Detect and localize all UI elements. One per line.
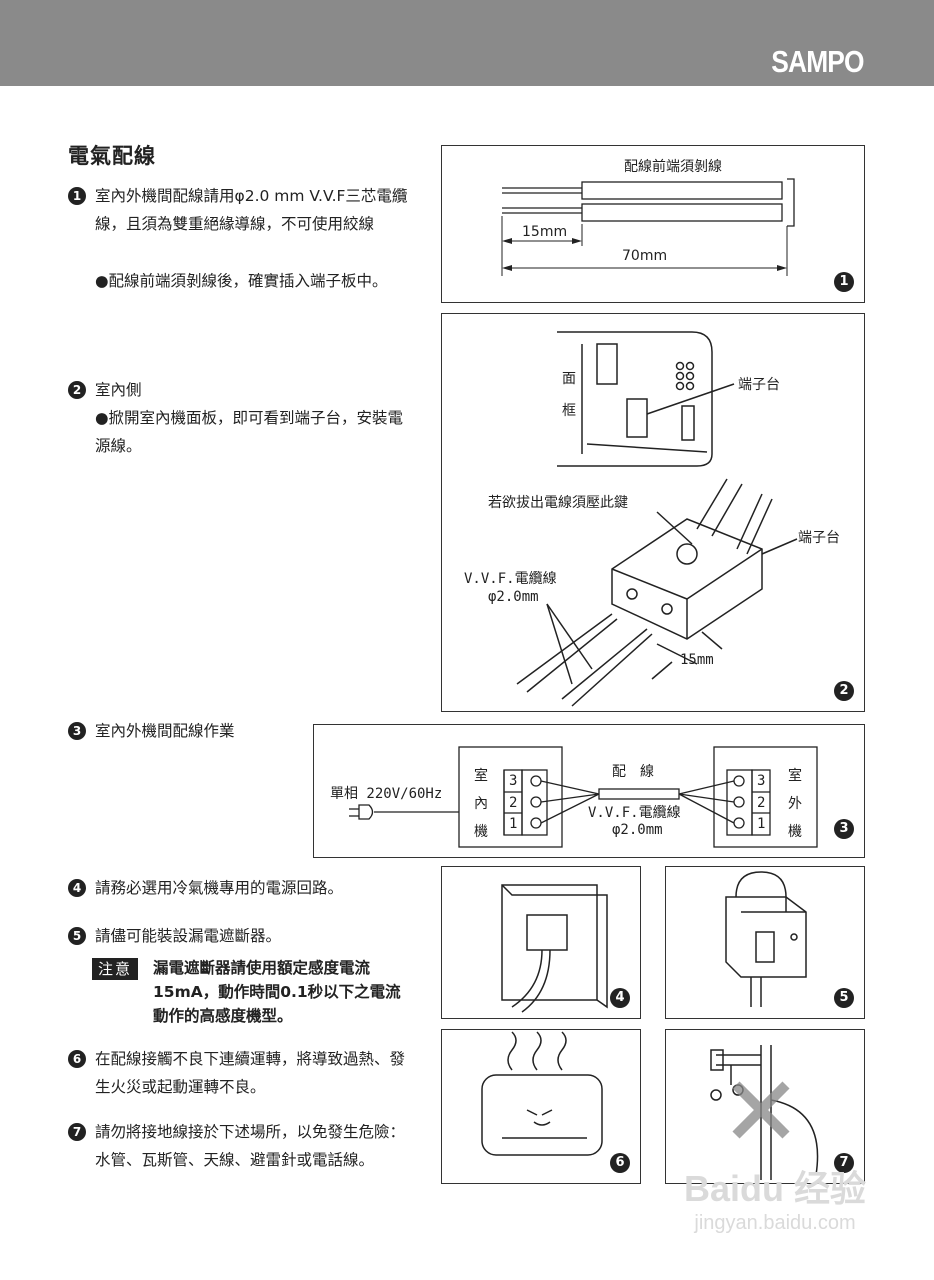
terminal-drawing (516, 331, 798, 707)
brand-logo: SAMPO (771, 44, 865, 79)
figure-number: 7 (834, 1153, 854, 1173)
item-2-bullet: ●掀開室內機面板，即可看到端子台，安裝電源線。 (95, 409, 404, 455)
note-label: 注意 (92, 958, 139, 980)
fig2-frame-label-2: 框 (562, 403, 576, 419)
item-1-bullet: ●配線前端須剝線後，確實插入端子板中。 (95, 272, 388, 290)
item-number: 5 (68, 927, 86, 945)
figure-number: 2 (834, 681, 854, 701)
item-number: 3 (68, 722, 86, 740)
figure-2-indoor-terminal: 面 框 端子台 若欲拔出電線須壓此鍵 端子台 V.V.F.電纜線 φ2.0mm … (441, 313, 865, 712)
pipe-drawing (710, 1045, 819, 1180)
figure-3-wiring-diagram: 室 內 機 3 2 1 3 2 1 室 外 機 配 線 V.V.F.電纜線 φ2… (313, 724, 865, 858)
fig2-strip-label: 15mm (680, 652, 714, 668)
figure-number: 4 (610, 988, 630, 1008)
wire-strip-drawing (501, 178, 795, 276)
item-1: 1 室內外機間配線請用φ2.0 mm V.V.F三芯電纜線，且須為雙重絕緣導線，… (68, 182, 408, 238)
item-text: 在配線接觸不良下連續運轉，將導致過熱、發生火災或起動運轉不良。 (95, 1050, 406, 1096)
item-3: 3 室內外機間配線作業 (68, 717, 308, 745)
item-number: 7 (68, 1123, 86, 1141)
fig1-caption: 配線前端須剝線 (624, 159, 722, 175)
watermark-url: jingyan.baidu.com (694, 1212, 856, 1234)
figure-number: 6 (610, 1153, 630, 1173)
figure-7-no-ground-to-pipe: 7 (665, 1029, 865, 1184)
item-7: 7 請勿將接地線接於下述場所，以免發生危險：水管、瓦斯管、天線、避雷針或電話線。 (68, 1118, 408, 1174)
watermark: Baidu 经验 jingyan.baidu.com (660, 1160, 890, 1235)
note-text: 漏電遮斷器請使用額定感度電流15mA，動作時間0.1秒以下之電流動作的高感度機型… (153, 959, 401, 1025)
figure-number: 5 (834, 988, 854, 1008)
figure-5-breaker: 5 (665, 866, 865, 1019)
fig3-terminal-1: 1 (509, 816, 518, 832)
fig2-cable-label: V.V.F.電纜線 (464, 571, 557, 587)
item-text: 室內側 (95, 381, 142, 399)
fig3-outdoor-3: 機 (788, 824, 802, 840)
fig3-indoor-2: 內 (474, 796, 488, 812)
fig3-wiring-label: 配 線 (612, 764, 654, 780)
fig3-indoor-3: 機 (474, 824, 488, 840)
fig1-dim-short: 15mm (522, 224, 568, 240)
item-number: 4 (68, 879, 86, 897)
fig2-press-key-label: 若欲拔出電線須壓此鍵 (488, 495, 628, 511)
figure-6-overheating: 6 (441, 1029, 641, 1184)
outlet-drawing (501, 884, 608, 1013)
fig2-terminal-label-1: 端子台 (738, 377, 780, 393)
note-tag: 注意 (92, 958, 139, 980)
item-number: 2 (68, 381, 86, 399)
item-number: 1 (68, 187, 86, 205)
fig3-diameter-label: φ2.0mm (612, 822, 663, 838)
item-2: 2 室內側 (68, 376, 408, 404)
fig3-indoor-1: 室 (474, 768, 488, 784)
breaker-drawing (725, 871, 807, 1007)
fig3-out-terminal-1: 1 (757, 816, 766, 832)
fig3-out-terminal-3: 3 (757, 773, 766, 789)
item-4: 4 請務必選用冷氣機專用的電源回路。 (68, 874, 418, 902)
item-5: 5 請儘可能裝設漏電遮斷器。 (68, 922, 418, 950)
header-bar (0, 0, 934, 86)
fig3-out-terminal-2: 2 (757, 795, 766, 811)
item-number: 6 (68, 1050, 86, 1068)
fig2-terminal-label-2: 端子台 (798, 530, 840, 546)
fig3-terminal-2: 2 (509, 795, 518, 811)
figure-1-wire-strip: 配線前端須剝線 15mm 70mm 1 (441, 145, 865, 303)
item-6: 6 在配線接觸不良下連續運轉，將導致過熱、發生火災或起動運轉不良。 (68, 1045, 408, 1101)
item-text: 請儘可能裝設漏電遮斷器。 (95, 927, 282, 945)
fig1-dim-long: 70mm (622, 248, 668, 264)
page-title: 電氣配線 (68, 144, 156, 168)
item-text: 室內外機間配線作業 (95, 722, 235, 740)
figure-number: 1 (834, 272, 854, 292)
fig3-outdoor-1: 室 (788, 768, 802, 784)
fig3-terminal-3: 3 (509, 773, 518, 789)
watermark-logo: Baidu 经验 (683, 1168, 866, 1209)
figure-number: 3 (834, 819, 854, 839)
fig3-outdoor-2: 外 (788, 796, 802, 812)
item-text: 請勿將接地線接於下述場所，以免發生危險：水管、瓦斯管、天線、避雷針或電話線。 (95, 1123, 406, 1169)
fig2-diameter-label: φ2.0mm (488, 589, 539, 605)
item-text: 請務必選用冷氣機專用的電源回路。 (95, 879, 344, 897)
figure-4-dedicated-outlet: 4 (441, 866, 641, 1019)
overheat-drawing (481, 1031, 603, 1156)
fig3-power-label: 單相 220V/60Hz (330, 786, 443, 802)
item-text: 室內外機間配線請用φ2.0 mm V.V.F三芯電纜線，且須為雙重絕緣導線，不可… (95, 187, 408, 233)
wiring-drawing (349, 746, 818, 848)
fig2-frame-label-1: 面 (562, 371, 576, 387)
fig3-cable-label: V.V.F.電纜線 (588, 805, 681, 821)
